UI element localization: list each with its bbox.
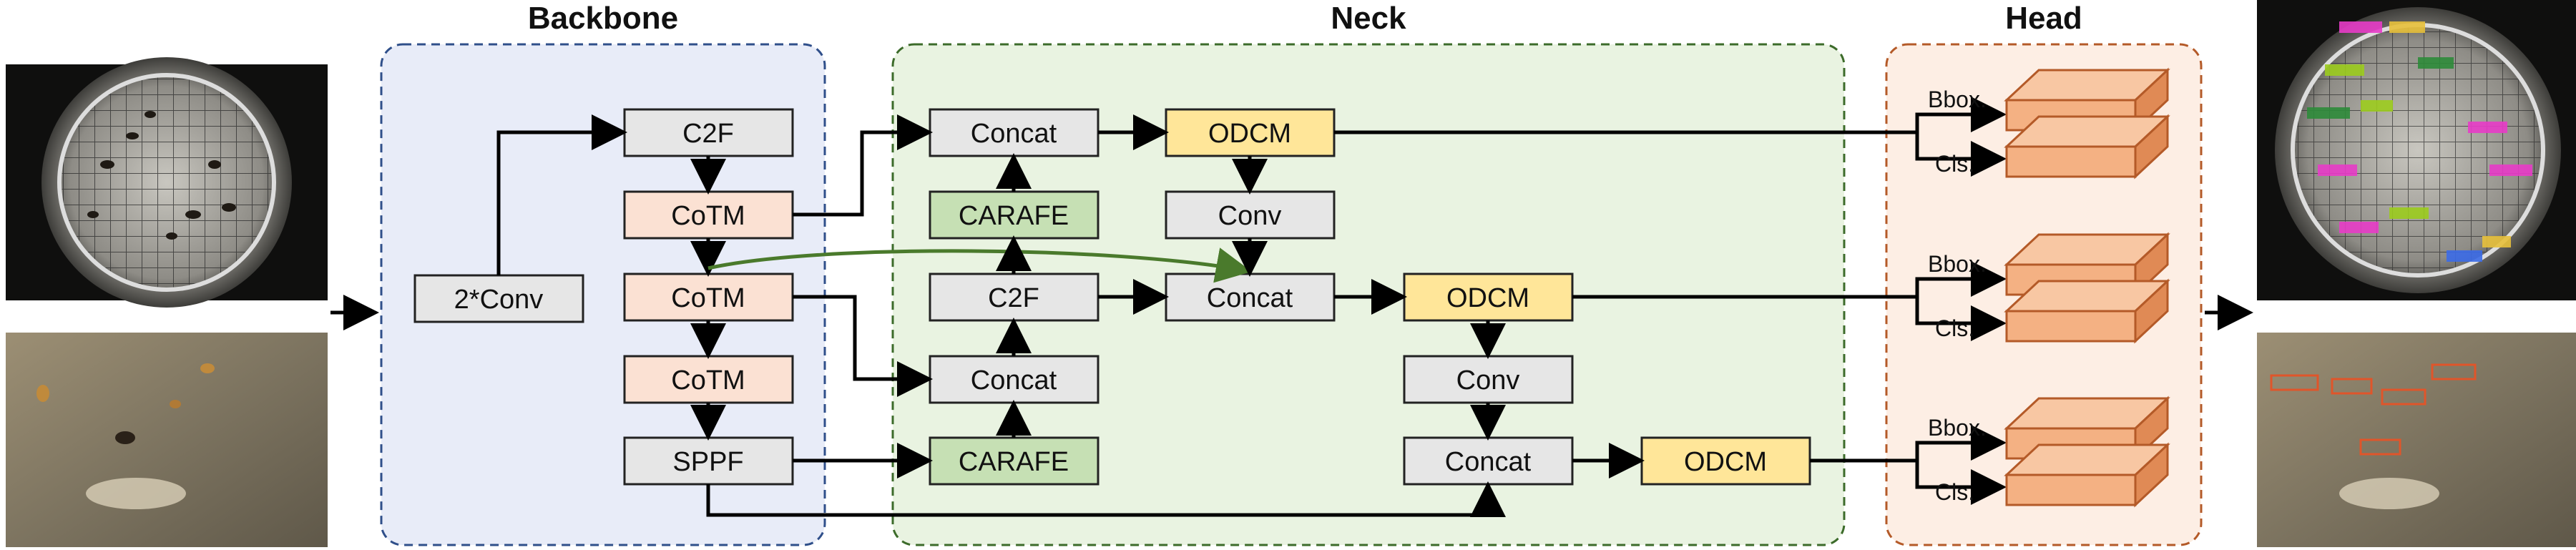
input-image-bottom <box>6 333 328 547</box>
neck-odcm-bottom-block: ODCM <box>1640 436 1811 486</box>
head-box-1b <box>2004 114 2170 180</box>
neck-arrows <box>996 114 1645 478</box>
svg-text:Conv: Conv <box>1456 365 1520 396</box>
svg-text:Concat: Concat <box>971 365 1057 396</box>
backbone-cotm-block-2: CoTM <box>623 272 794 322</box>
neck-c2f-block: C2F <box>929 272 1100 322</box>
bbox-label-3: Bbox. <box>1928 415 1987 441</box>
svg-text:ODCM: ODCM <box>1684 447 1767 477</box>
neck-title: Neck <box>1331 1 1406 36</box>
svg-text:Concat: Concat <box>1445 447 1532 477</box>
backbone-sppf-block: SPPF <box>623 436 794 486</box>
neck-odcm-mid-block: ODCM <box>1403 272 1574 322</box>
neck-to-head-arrows <box>1334 97 2007 505</box>
svg-text:Concat: Concat <box>971 119 1057 149</box>
cls-label-2: Cls. <box>1935 315 1974 341</box>
cls-label-3: Cls. <box>1935 479 1974 505</box>
output-image-top <box>2257 0 2576 300</box>
bbox-label-1: Bbox. <box>1928 87 1987 112</box>
backbone-to-neck-arrows <box>706 114 1506 517</box>
backbone-c2f-block: C2F <box>623 108 794 157</box>
neck-carafe-top-block: CARAFE <box>929 190 1100 240</box>
input-image-top <box>6 57 328 308</box>
neck-concat-top-block: Concat <box>929 108 1100 157</box>
neck-concat-mid-block: Concat <box>929 355 1100 404</box>
backbone-conv-stem-block: 2*Conv <box>413 274 584 323</box>
backbone-cotm-block-1: CoTM <box>623 190 794 240</box>
svg-text:2*Conv: 2*Conv <box>454 285 544 315</box>
bbox-label-2: Bbox. <box>1928 251 1987 277</box>
output-image-bottom <box>2257 333 2576 547</box>
neck-concat-right-top-block: Concat <box>1165 272 1336 322</box>
svg-text:CARAFE: CARAFE <box>959 201 1069 231</box>
neck-concat-right-bottom-block: Concat <box>1403 436 1574 486</box>
svg-text:CoTM: CoTM <box>671 201 745 231</box>
skip-connection-arrow <box>707 247 1252 283</box>
svg-text:ODCM: ODCM <box>1446 283 1529 313</box>
head-title: Head <box>2005 1 2082 36</box>
svg-text:Conv: Conv <box>1218 201 1282 231</box>
svg-text:C2F: C2F <box>682 119 734 149</box>
neck-conv-mid-block: Conv <box>1403 355 1574 404</box>
svg-text:CoTM: CoTM <box>671 365 745 396</box>
svg-text:SPPF: SPPF <box>672 447 743 477</box>
svg-text:CoTM: CoTM <box>671 283 745 313</box>
svg-text:C2F: C2F <box>988 283 1039 313</box>
backbone-arrows <box>496 114 726 441</box>
neck-odcm-top-block: ODCM <box>1165 108 1336 157</box>
head-output-3: Bbox. Cls. <box>1928 396 2170 508</box>
head-box-2b <box>2004 278 2170 344</box>
head-output-1: Bbox. Cls. <box>1928 67 2170 180</box>
backbone-cotm-block-3: CoTM <box>623 355 794 404</box>
neck-conv-top-block: Conv <box>1165 190 1336 240</box>
svg-text:ODCM: ODCM <box>1208 119 1291 149</box>
head-output-2: Bbox. Cls. <box>1928 232 2170 344</box>
head-box-3b <box>2004 442 2170 508</box>
neck-carafe-bottom-block: CARAFE <box>929 436 1100 486</box>
backbone-title: Backbone <box>528 1 678 36</box>
cls-label-1: Cls. <box>1935 151 1974 177</box>
neck-panel <box>891 43 1846 546</box>
svg-text:Concat: Concat <box>1207 283 1293 313</box>
svg-text:CARAFE: CARAFE <box>959 447 1069 477</box>
